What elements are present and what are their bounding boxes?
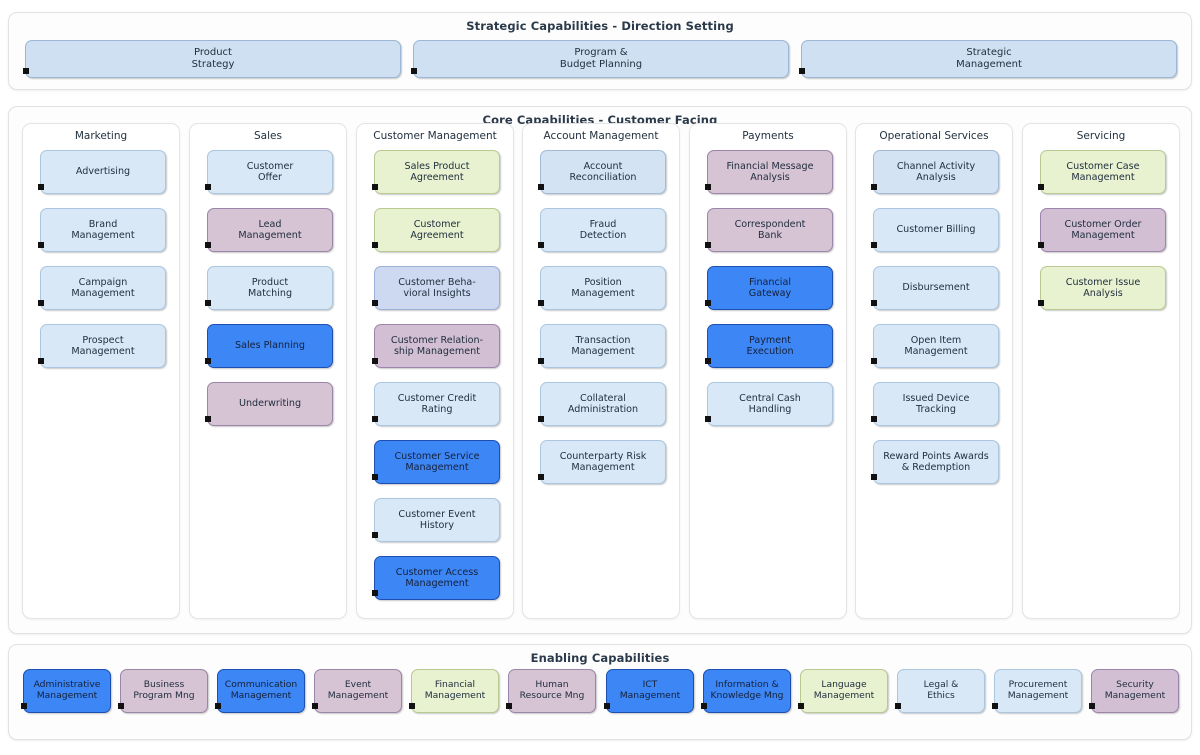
core-column-title: Operational Services xyxy=(879,130,989,142)
band-enabling-title: Enabling Capabilities xyxy=(530,651,670,665)
enabling-card-human-resource-mng[interactable]: Human Resource Mng xyxy=(506,669,596,713)
capability-card-transaction-management[interactable]: Transaction Management xyxy=(538,324,666,368)
core-column-title: Payments xyxy=(742,130,794,142)
capability-card-sales-product-agreement[interactable]: Sales Product Agreement xyxy=(372,150,500,194)
core-column-title: Servicing xyxy=(1076,130,1126,142)
enabling-card-information-knowledge-mng[interactable]: Information & Knowledge Mng xyxy=(701,669,791,713)
capability-card-customer-billing[interactable]: Customer Billing xyxy=(871,208,999,252)
capability-card-customer-access-management[interactable]: Customer Access Management xyxy=(372,556,500,600)
capability-card-channel-activity-analysis[interactable]: Channel Activity Analysis xyxy=(871,150,999,194)
capability-card-lead-management[interactable]: Lead Management xyxy=(205,208,333,252)
capability-card-customer-order-management[interactable]: Customer Order Management xyxy=(1038,208,1166,252)
capability-card-customer-relation-ship-management[interactable]: Customer Relation- ship Management xyxy=(372,324,500,368)
capability-card-disbursement[interactable]: Disbursement xyxy=(871,266,999,310)
strategic-card-program-budget-planning[interactable]: Program & Budget Planning xyxy=(411,40,789,78)
core-column-title: Customer Management xyxy=(373,130,497,142)
capability-card-financial-message-analysis[interactable]: Financial Message Analysis xyxy=(705,150,833,194)
capability-card-position-management[interactable]: Position Management xyxy=(538,266,666,310)
capability-card-customer-agreement[interactable]: Customer Agreement xyxy=(372,208,500,252)
capability-card-prospect-management[interactable]: Prospect Management xyxy=(38,324,166,368)
core-column-title: Account Management xyxy=(543,130,659,142)
capability-card-customer-service-management[interactable]: Customer Service Management xyxy=(372,440,500,484)
capability-card-campaign-management[interactable]: Campaign Management xyxy=(38,266,166,310)
capability-card-collateral-administration[interactable]: Collateral Administration xyxy=(538,382,666,426)
capability-card-central-cash-handling[interactable]: Central Cash Handling xyxy=(705,382,833,426)
enabling-card-communication-management[interactable]: Communication Management xyxy=(215,669,305,713)
band-strategic-capabilities: Strategic Capabilities - Direction Setti… xyxy=(8,12,1192,90)
capability-card-account-reconciliation[interactable]: Account Reconciliation xyxy=(538,150,666,194)
capability-card-brand-management[interactable]: Brand Management xyxy=(38,208,166,252)
capability-card-issued-device-tracking[interactable]: Issued Device Tracking xyxy=(871,382,999,426)
capability-card-customer-event-history[interactable]: Customer Event History xyxy=(372,498,500,542)
capability-card-customer-beha-vioral-insights[interactable]: Customer Beha- vioral Insights xyxy=(372,266,500,310)
enabling-card-event-management[interactable]: Event Management xyxy=(312,669,402,713)
strategic-card-product-strategy[interactable]: Product Strategy xyxy=(23,40,401,78)
capability-card-customer-case-management[interactable]: Customer Case Management xyxy=(1038,150,1166,194)
capability-card-correspondent-bank[interactable]: Correspondent Bank xyxy=(705,208,833,252)
enabling-card-procurement-management[interactable]: Procurement Management xyxy=(992,669,1082,713)
capability-card-advertising[interactable]: Advertising xyxy=(38,150,166,194)
enabling-card-security-management[interactable]: Security Management xyxy=(1089,669,1179,713)
capability-card-customer-offer[interactable]: Customer Offer xyxy=(205,150,333,194)
capability-card-payment-execution[interactable]: Payment Execution xyxy=(705,324,833,368)
band-enabling-capabilities: Enabling Capabilities Administrative Man… xyxy=(8,644,1192,740)
capability-card-underwriting[interactable]: Underwriting xyxy=(205,382,333,426)
enabling-card-language-management[interactable]: Language Management xyxy=(798,669,888,713)
core-column-title: Sales xyxy=(254,130,282,142)
core-column-title: Marketing xyxy=(74,130,128,142)
capability-card-customer-credit-rating[interactable]: Customer Credit Rating xyxy=(372,382,500,426)
band-core-capabilities: Core Capabilities - Customer Facing Mark… xyxy=(8,106,1192,634)
capability-card-counterparty-risk-management[interactable]: Counterparty Risk Management xyxy=(538,440,666,484)
capability-card-reward-points-awards-redemption[interactable]: Reward Points Awards & Redemption xyxy=(871,440,999,484)
enabling-card-financial-management[interactable]: Financial Management xyxy=(409,669,499,713)
capability-card-financial-gateway[interactable]: Financial Gateway xyxy=(705,266,833,310)
enabling-card-business-program-mng[interactable]: Business Program Mng xyxy=(118,669,208,713)
enabling-card-legal-ethics[interactable]: Legal & Ethics xyxy=(895,669,985,713)
capability-card-customer-issue-analysis[interactable]: Customer Issue Analysis xyxy=(1038,266,1166,310)
enabling-card-administrative-management[interactable]: Administrative Management xyxy=(21,669,111,713)
capability-card-fraud-detection[interactable]: Fraud Detection xyxy=(538,208,666,252)
capability-card-open-item-management[interactable]: Open Item Management xyxy=(871,324,999,368)
capability-card-sales-planning[interactable]: Sales Planning xyxy=(205,324,333,368)
strategic-card-strategic-management[interactable]: Strategic Management xyxy=(799,40,1177,78)
capability-card-product-matching[interactable]: Product Matching xyxy=(205,266,333,310)
band-strategic-title: Strategic Capabilities - Direction Setti… xyxy=(466,19,734,33)
enabling-card-ict-management[interactable]: ICT Management xyxy=(604,669,694,713)
